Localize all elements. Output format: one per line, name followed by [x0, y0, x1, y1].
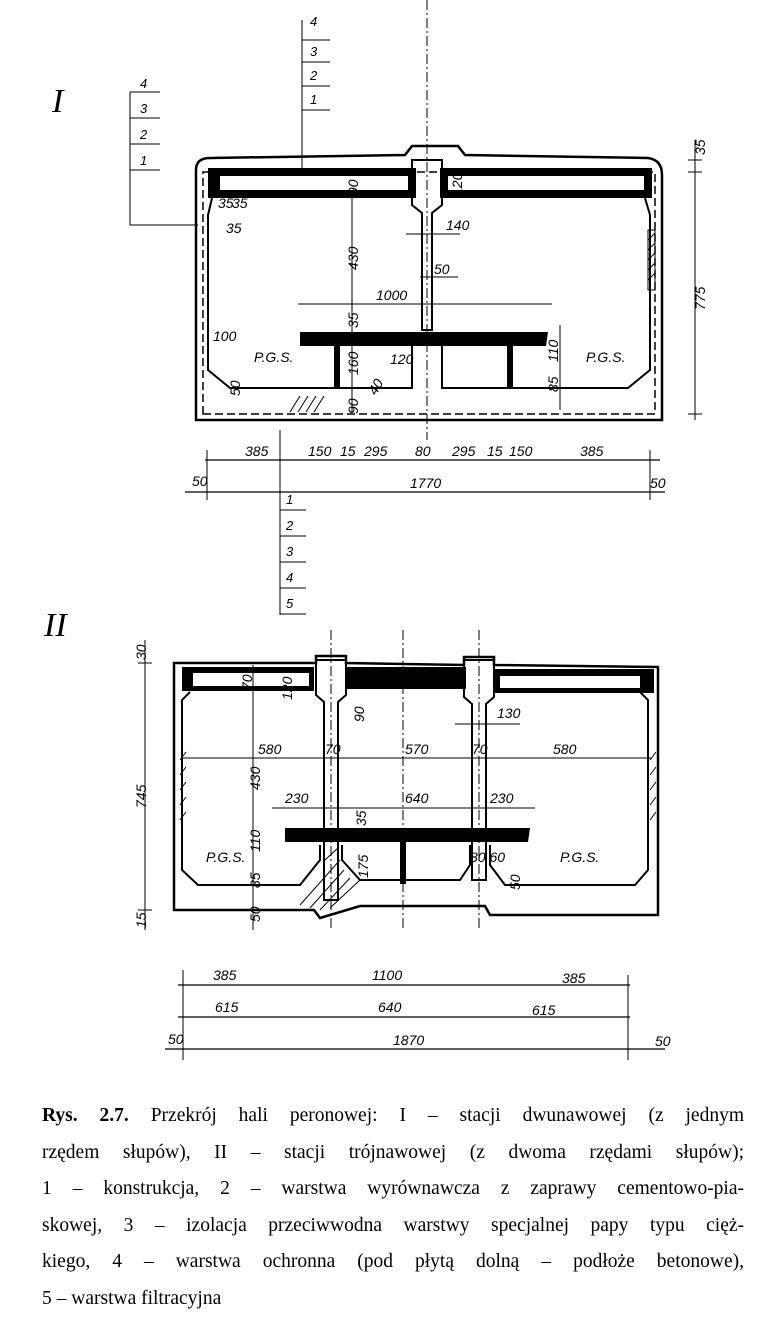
dim-130: 130	[497, 705, 521, 721]
dim-35-haunch-b: 35	[232, 195, 248, 211]
dim-total-50-right: 50	[650, 475, 666, 491]
section-i-title: I	[51, 83, 65, 120]
section-ii: II	[43, 607, 665, 1060]
legend-left-1: 1	[140, 153, 147, 168]
legend-bottom-3: 3	[286, 544, 294, 559]
dim-80-60: 80 60	[470, 849, 505, 865]
legend-left-3: 3	[140, 101, 148, 116]
pgs-right: P.G.S.	[560, 849, 599, 865]
dim-775: 775	[692, 286, 708, 310]
dim-15: 15	[133, 912, 149, 928]
legend-bottom-5: 5	[286, 596, 294, 611]
dim-row1-385-right: 385	[562, 970, 586, 986]
dim-30: 30	[133, 644, 149, 660]
caption-text: Przekrój hali peronowej: I – stacji dwun…	[150, 1105, 745, 1126]
dim-90-bottom: 90	[345, 398, 361, 414]
dim-90-cap: 90	[351, 706, 367, 722]
dim-85: 85	[247, 872, 263, 888]
caption-line-3: 1 – konstrukcja, 2 – warstwa wyrównawcza…	[42, 1178, 744, 1199]
dim-total-50-left: 50	[168, 1031, 184, 1047]
dim-bottom-385-right: 385	[580, 443, 604, 459]
dim-640-platform: 640	[405, 790, 429, 806]
dim-total-50-left: 50	[192, 473, 208, 489]
section-ii-labels: 30 745 15 70 120 90 130 580 70 570 70 58…	[133, 644, 671, 1049]
dim-160: 160	[345, 351, 361, 375]
dim-row2-615-left: 615	[215, 999, 239, 1015]
dim-bottom-15-left: 15	[340, 443, 356, 459]
pgs-right: P.G.S.	[586, 349, 625, 365]
dim-120-cap: 120	[279, 676, 295, 700]
dim-175: 175	[355, 854, 371, 878]
dim-110: 110	[545, 339, 561, 362]
caption-label: Rys. 2.7.	[42, 1105, 129, 1126]
dim-70-slab: 70	[239, 674, 255, 690]
caption-line-6: 5 – warstwa filtracyjna	[42, 1287, 222, 1309]
dim-bottom-80: 80	[415, 443, 431, 459]
dim-580-right: 580	[553, 741, 577, 757]
dim-230-left: 230	[284, 790, 309, 806]
dim-35-haunch-a: 35	[218, 195, 234, 211]
caption-line-5: kiego, 4 – warstwa ochronna (pod płytą d…	[42, 1251, 744, 1272]
dim-row1-1100: 1100	[372, 967, 402, 983]
legend-left-4: 4	[140, 76, 147, 91]
dim-total-1770: 1770	[410, 475, 441, 491]
dim-430: 430	[345, 246, 361, 270]
legend-top-3: 3	[310, 44, 318, 59]
pgs-left: P.G.S.	[206, 849, 245, 865]
dim-35-platform: 35	[353, 810, 369, 826]
legend-bottom-2: 2	[285, 518, 294, 533]
dim-bottom-385-left: 385	[245, 443, 269, 459]
dim-50: 50	[434, 261, 450, 277]
pgs-left: P.G.S.	[254, 349, 293, 365]
dim-430: 430	[247, 766, 263, 790]
dim-40: 40	[365, 376, 387, 398]
dim-bottom-150-left: 150	[308, 443, 332, 459]
legend-bottom-1: 1	[286, 492, 293, 507]
dim-90: 90	[345, 179, 361, 195]
dim-140: 140	[446, 217, 470, 233]
caption-line-4: skowej, 3 – izolacja przeciwwodna warstw…	[42, 1214, 744, 1236]
dim-580-left: 580	[258, 741, 282, 757]
dim-total-1870: 1870	[393, 1032, 424, 1048]
dim-1000: 1000	[376, 287, 407, 303]
dim-bottom-295-right: 295	[451, 443, 476, 459]
caption-line-1: Rys. 2.7. Przekrój hali peronowej: I – s…	[42, 1098, 744, 1135]
legend-top-2: 2	[309, 68, 318, 83]
dim-70-right: 70	[472, 741, 488, 757]
dim-570: 570	[405, 741, 429, 757]
dim-120-platform: 120	[390, 351, 414, 367]
dim-35-haunch-c: 35	[226, 220, 242, 236]
section-i: I	[51, 0, 702, 615]
legend-top-4: 4	[310, 14, 317, 29]
dim-bottom-295-left: 295	[363, 443, 388, 459]
dim-230-right: 230	[489, 790, 514, 806]
dim-bottom-15-right: 15	[487, 443, 503, 459]
dim-745: 745	[133, 784, 149, 808]
caption-line-2: rzędem słupów), II – stacji trójnawowej …	[42, 1141, 744, 1163]
section-i-labels: 4 3 2 1 4 3 2 1 1 2 3 4 5 35 775 90 430 …	[139, 14, 708, 611]
dim-50-left: 50	[247, 906, 263, 922]
dim-50-left: 50	[227, 380, 243, 396]
dim-bottom-150-right: 150	[509, 443, 533, 459]
figure-caption: Rys. 2.7. Przekrój hali peronowej: I – s…	[42, 1098, 744, 1317]
section-ii-title: II	[43, 607, 68, 644]
legend-bottom-4: 4	[286, 570, 293, 585]
dim-35: 35	[692, 139, 708, 155]
dim-100: 100	[213, 328, 237, 344]
dim-120: 120	[449, 172, 465, 196]
legend-left-2: 2	[139, 127, 148, 142]
dim-110: 110	[247, 829, 263, 852]
dim-85: 85	[545, 376, 561, 392]
dim-70-left: 70	[325, 741, 341, 757]
dim-35-platform: 35	[345, 312, 361, 328]
legend-top-1: 1	[310, 92, 317, 107]
dim-row1-385-left: 385	[213, 967, 237, 983]
dim-50-right: 50	[507, 874, 523, 890]
dim-total-50-right: 50	[655, 1033, 671, 1049]
dim-row2-640: 640	[378, 999, 402, 1015]
dim-row2-615-right: 615	[532, 1002, 556, 1018]
